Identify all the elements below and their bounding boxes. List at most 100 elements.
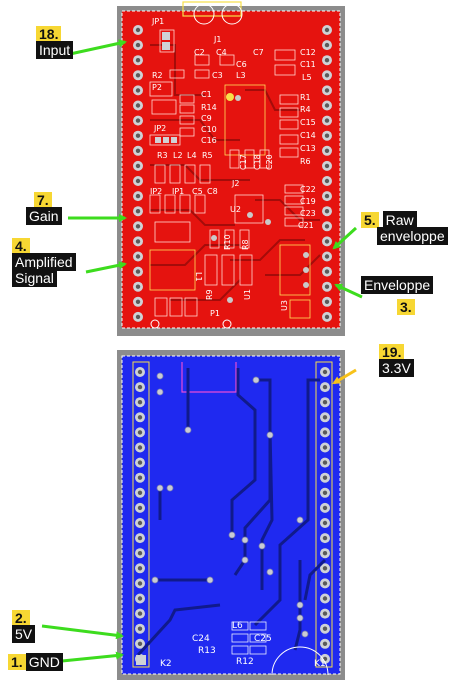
via xyxy=(296,614,304,622)
header-pin-hole xyxy=(324,284,330,289)
header-pin-hole xyxy=(135,42,141,48)
silk-l4: L4 xyxy=(187,151,197,160)
silk-k2: K2 xyxy=(160,659,172,669)
header-pin-hole xyxy=(322,490,328,495)
header-pin-hole xyxy=(324,209,330,214)
header-pin-hole xyxy=(324,148,330,153)
silk-c22: C22 xyxy=(300,185,316,194)
header-pin-hole xyxy=(324,163,330,169)
header-pin-hole xyxy=(135,118,141,123)
header-pin-hole xyxy=(137,460,143,465)
callout-enveloppe-number: 3. xyxy=(397,299,415,315)
header-pin-hole xyxy=(137,505,143,511)
top-right-header xyxy=(322,25,332,322)
silk-r10: R10 xyxy=(223,234,232,250)
silk-c18: C18 xyxy=(253,154,262,170)
header-pin-hole xyxy=(322,415,328,420)
usb-footprint-outline xyxy=(181,362,237,393)
silk-r4: R4 xyxy=(300,105,311,114)
header-pin-hole xyxy=(324,193,330,199)
header-pin-hole xyxy=(322,641,328,646)
via xyxy=(151,576,159,584)
silk-c10: C10 xyxy=(201,125,217,134)
header-pin-hole xyxy=(137,581,143,586)
bottom-mount-arc xyxy=(271,646,329,676)
header-pin-hole xyxy=(135,27,141,33)
header-pin-hole xyxy=(322,596,328,601)
arrow-gnd xyxy=(61,651,124,663)
via xyxy=(258,542,266,550)
jp1-pad xyxy=(162,32,170,40)
header-pin-hole xyxy=(137,490,143,495)
jp2-pad xyxy=(155,137,161,143)
header-pin-hole xyxy=(324,73,330,78)
silk-jp1: JP1 xyxy=(151,17,164,26)
arrow-amplified-signal xyxy=(85,261,127,274)
via xyxy=(166,484,174,492)
callout-amplified-number: 4. xyxy=(12,238,30,254)
silk-u3: U3 xyxy=(280,300,289,311)
arrow-5v xyxy=(41,624,124,640)
header-pin-hole xyxy=(322,369,328,375)
silk-c15: C15 xyxy=(300,118,316,127)
header-pin-hole xyxy=(135,163,141,169)
silk-l5: L5 xyxy=(302,73,312,82)
top-copper-pour xyxy=(122,11,340,328)
header-pin-hole xyxy=(137,551,143,556)
via xyxy=(266,431,274,439)
header-pin-hole xyxy=(322,384,328,390)
silk-c6: C6 xyxy=(236,60,247,69)
silk-c1: C1 xyxy=(201,90,212,99)
silk-ip2: IP2 xyxy=(150,187,162,196)
silk-r8: R8 xyxy=(241,239,250,250)
silk-c14: C14 xyxy=(300,131,316,140)
callout-3v3: 19. 3.3V xyxy=(379,344,414,377)
header-pin-hole xyxy=(135,133,141,138)
top-mount-hole-mid xyxy=(222,319,232,329)
header-pin-hole xyxy=(137,596,143,601)
arrow-raw-enveloppe xyxy=(332,226,358,250)
via xyxy=(241,556,249,564)
callout-input-text: Input xyxy=(36,41,74,59)
silk-r5: R5 xyxy=(202,151,213,160)
header-pin-hole xyxy=(324,118,330,123)
header-pin-hole xyxy=(135,239,141,244)
header-pin-hole xyxy=(137,475,143,480)
silk-u2: U2 xyxy=(230,205,241,214)
silk-r6: R6 xyxy=(300,157,311,166)
via xyxy=(228,531,236,539)
via xyxy=(206,576,214,584)
silk-c25: C25 xyxy=(254,634,272,644)
header-pin-hole xyxy=(137,535,143,541)
header-pin-hole xyxy=(324,58,330,63)
callout-raw-number: 5. xyxy=(361,212,379,228)
header-pin-hole xyxy=(137,626,143,631)
silk-r14: R14 xyxy=(201,103,217,112)
header-pin-hole xyxy=(322,581,328,586)
header-pin-hole xyxy=(137,400,143,405)
usb-hole-right xyxy=(221,3,243,25)
header-pin-hole xyxy=(135,269,141,274)
header-pin-hole xyxy=(324,133,330,138)
bottom-left-header-outline xyxy=(132,361,150,668)
callout-input: 18. Input xyxy=(36,26,74,59)
header-pin-hole xyxy=(137,641,143,646)
arrow-enveloppe xyxy=(334,283,363,299)
header-pin-hole xyxy=(135,88,141,93)
callout-gnd-number: 1. xyxy=(8,654,26,670)
silk-c13: C13 xyxy=(300,144,316,153)
silk-c19: C19 xyxy=(300,197,316,206)
bottom-silkscreen: L6 C24 C25 R13 R12 K1 K2 xyxy=(160,621,326,669)
bottom-vias xyxy=(151,372,309,638)
silk-u1: U1 xyxy=(243,289,252,300)
silk-c7: C7 xyxy=(253,48,264,57)
callout-5v: 2. 5V xyxy=(12,610,36,643)
header-pin-hole xyxy=(322,430,328,435)
header-pin-hole xyxy=(135,148,141,153)
silk-c5: C5 xyxy=(192,187,203,196)
header-pin-hole xyxy=(135,284,141,289)
silk-c23: C23 xyxy=(300,209,316,218)
header-pin-hole xyxy=(324,224,330,229)
silk-k1: K1 xyxy=(314,659,326,669)
via xyxy=(266,568,274,576)
